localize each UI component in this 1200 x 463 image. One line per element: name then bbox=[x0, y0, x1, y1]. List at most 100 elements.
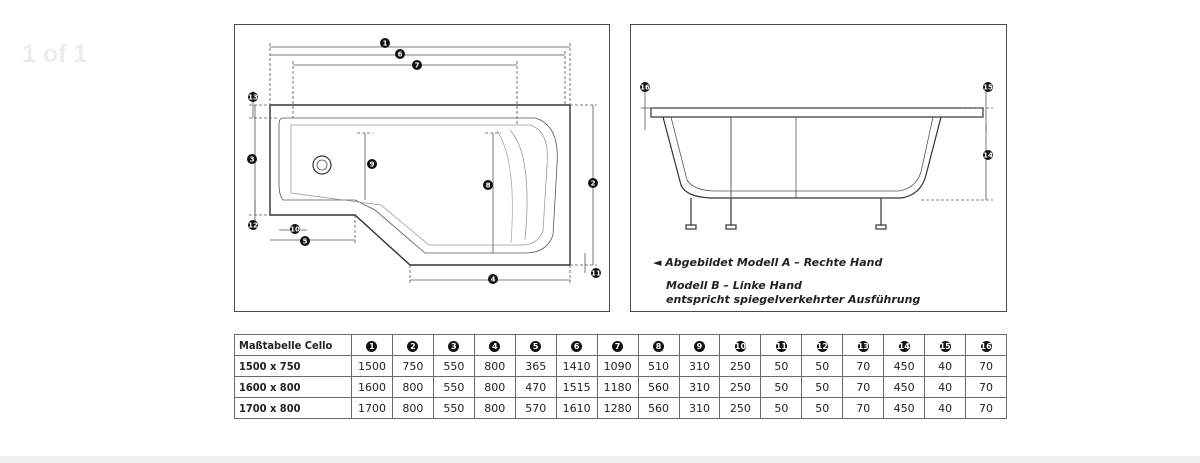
column-number-badge: 7 bbox=[612, 340, 624, 352]
svg-text:5: 5 bbox=[303, 238, 308, 246]
svg-text:1: 1 bbox=[383, 40, 388, 48]
table-cell: 40 bbox=[924, 355, 967, 377]
column-header-11: 11 bbox=[760, 334, 803, 356]
table-cell: 40 bbox=[924, 397, 967, 419]
table-cell: 50 bbox=[760, 376, 803, 398]
column-header-3: 3 bbox=[432, 334, 475, 356]
table-cell: 250 bbox=[719, 376, 762, 398]
table-cell: 50 bbox=[760, 397, 803, 419]
table-cell: 800 bbox=[473, 397, 516, 419]
table-cell: 450 bbox=[883, 355, 926, 377]
svg-text:7: 7 bbox=[415, 62, 420, 70]
caption-mirror: entspricht spiegelverkehrter Ausführung bbox=[666, 293, 921, 306]
table-cell: 800 bbox=[391, 376, 434, 398]
column-number-badge: 4 bbox=[489, 340, 501, 352]
column-number-badge: 12 bbox=[816, 340, 828, 352]
column-number-badge: 11 bbox=[775, 340, 787, 352]
column-header-16: 16 bbox=[965, 334, 1007, 356]
column-header-1: 1 bbox=[351, 334, 393, 356]
table-cell: 250 bbox=[719, 397, 762, 419]
table-cell: 70 bbox=[965, 397, 1007, 419]
table-cell: 800 bbox=[473, 376, 516, 398]
column-number-badge: 1 bbox=[366, 340, 378, 352]
table-cell: 450 bbox=[883, 397, 926, 419]
table-cell: 570 bbox=[514, 397, 557, 419]
table-cell: 560 bbox=[637, 376, 680, 398]
table-cell: 800 bbox=[473, 355, 516, 377]
table-cell: 1180 bbox=[596, 376, 639, 398]
table-cell: 1090 bbox=[596, 355, 639, 377]
table-cell: 1280 bbox=[596, 397, 639, 419]
table-cell: 310 bbox=[678, 397, 721, 419]
svg-text:13: 13 bbox=[248, 94, 258, 102]
svg-text:11: 11 bbox=[591, 270, 601, 278]
caption-model-a: ◄ Abgebildet Modell A – Rechte Hand bbox=[653, 256, 883, 269]
column-number-badge: 9 bbox=[693, 340, 705, 352]
column-header-8: 8 bbox=[637, 334, 680, 356]
top-view-svg: 1 6 7 13 3 12 10 5 9 8 2 11 4 bbox=[247, 38, 601, 285]
table-cell: 365 bbox=[514, 355, 557, 377]
table-cell: 750 bbox=[391, 355, 434, 377]
table-cell: 40 bbox=[924, 376, 967, 398]
side-view-drawing: 16 15 14 bbox=[630, 24, 1007, 312]
table-cell: 310 bbox=[678, 376, 721, 398]
table-cell: 800 bbox=[391, 397, 434, 419]
table-cell: 50 bbox=[801, 397, 844, 419]
table-cell: 450 bbox=[883, 376, 926, 398]
table-cell: 510 bbox=[637, 355, 680, 377]
svg-text:12: 12 bbox=[248, 222, 258, 230]
table-cell: 1610 bbox=[555, 397, 598, 419]
column-number-badge: 6 bbox=[571, 340, 583, 352]
table-cell: 550 bbox=[432, 355, 475, 377]
top-view-drawing: 1 6 7 13 3 12 10 5 9 8 2 11 4 bbox=[234, 24, 610, 312]
svg-text:14: 14 bbox=[983, 152, 993, 160]
row-label: 1600 x 800 bbox=[234, 376, 352, 398]
svg-text:8: 8 bbox=[486, 182, 491, 190]
table-cell: 70 bbox=[842, 376, 885, 398]
column-number-badge: 10 bbox=[734, 340, 747, 352]
table-cell: 70 bbox=[842, 397, 885, 419]
column-header-6: 6 bbox=[555, 334, 598, 356]
table-cell: 250 bbox=[719, 355, 762, 377]
column-header-2: 2 bbox=[391, 334, 434, 356]
table-cell: 1410 bbox=[555, 355, 598, 377]
column-header-7: 7 bbox=[596, 334, 639, 356]
table-title: Maßtabelle Cello bbox=[234, 334, 352, 356]
column-number-badge: 2 bbox=[407, 340, 419, 352]
column-number-badge: 16 bbox=[980, 340, 992, 352]
table-cell: 70 bbox=[965, 376, 1007, 398]
caption-model-b: Modell B – Linke Hand bbox=[666, 279, 802, 292]
footer-bar bbox=[0, 456, 1200, 463]
column-header-13: 13 bbox=[842, 334, 885, 356]
column-number-badge: 13 bbox=[857, 340, 869, 352]
table-cell: 50 bbox=[801, 355, 844, 377]
svg-text:16: 16 bbox=[640, 84, 650, 92]
page-counter: 1 of 1 bbox=[22, 40, 88, 68]
table-cell: 1700 bbox=[351, 397, 393, 419]
row-label: 1500 x 750 bbox=[234, 355, 352, 377]
svg-text:9: 9 bbox=[370, 161, 375, 169]
column-number-badge: 5 bbox=[530, 340, 542, 352]
column-number-badge: 15 bbox=[939, 340, 951, 352]
column-number-badge: 14 bbox=[898, 340, 910, 352]
svg-text:3: 3 bbox=[250, 156, 255, 164]
table-cell: 70 bbox=[965, 355, 1007, 377]
column-number-badge: 3 bbox=[448, 340, 460, 352]
svg-text:15: 15 bbox=[983, 84, 993, 92]
column-header-15: 15 bbox=[924, 334, 967, 356]
table-cell: 50 bbox=[760, 355, 803, 377]
table-cell: 470 bbox=[514, 376, 557, 398]
table-cell: 70 bbox=[842, 355, 885, 377]
svg-text:4: 4 bbox=[491, 276, 496, 284]
table-cell: 310 bbox=[678, 355, 721, 377]
column-header-4: 4 bbox=[473, 334, 516, 356]
column-header-12: 12 bbox=[801, 334, 844, 356]
table-cell: 550 bbox=[432, 376, 475, 398]
table-cell: 50 bbox=[801, 376, 844, 398]
table-cell: 560 bbox=[637, 397, 680, 419]
